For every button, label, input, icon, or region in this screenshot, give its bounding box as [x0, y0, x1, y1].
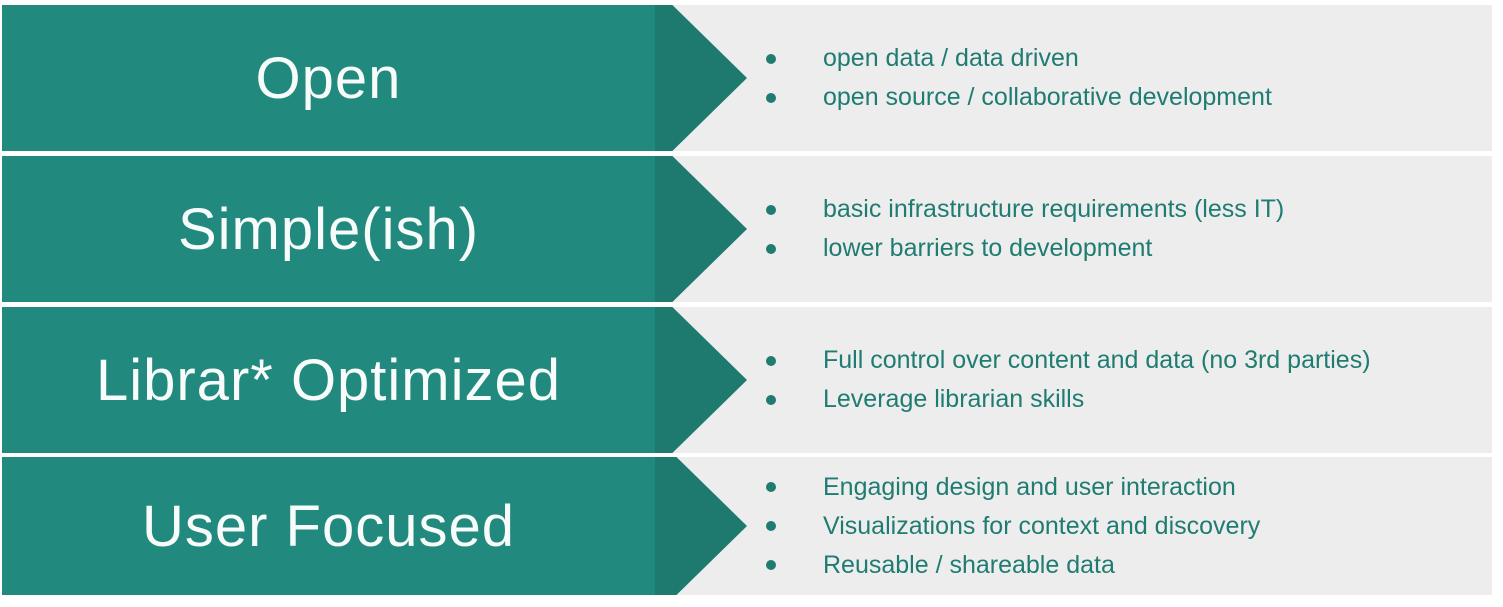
feature-row-simple: Simple(ish) basic infrastructure require…: [0, 156, 1503, 302]
bullet-dot-icon: [766, 204, 776, 215]
bullets-panel: [668, 5, 1492, 151]
arrow-head-icon: [655, 457, 747, 595]
bullet-item: Full control over content and data (no 3…: [766, 341, 1473, 380]
bullet-text: Engaging design and user interaction: [823, 472, 1236, 501]
bullets-panel: [668, 457, 1492, 595]
arrow-head-icon: [655, 5, 747, 151]
bullet-text: basic infrastructure requirements (less …: [823, 195, 1285, 223]
bullet-list: basic infrastructure requirements (less …: [766, 156, 1473, 302]
bullet-item: Engaging design and user interaction: [766, 468, 1473, 507]
bullet-item: basic infrastructure requirements (less …: [766, 190, 1473, 229]
bullet-text: Visualizations for context and discovery: [823, 511, 1261, 540]
banner-body: [2, 307, 655, 453]
bullet-item: Leverage librarian skills: [766, 380, 1473, 419]
bullet-item: open data / data driven: [766, 39, 1473, 78]
banner-label: Librar* Optimized: [95, 347, 562, 413]
bullet-item: lower barriers to development: [766, 229, 1473, 268]
banner-arrow: Open: [2, 5, 748, 151]
banner-body: [2, 5, 655, 151]
banner-arrow: Simple(ish): [2, 156, 748, 302]
feature-row-open: Open open data / data driven open source…: [0, 5, 1503, 151]
banner-body: [2, 457, 655, 595]
feature-row-user-focused: User Focused Engaging design and user in…: [0, 457, 1503, 595]
banner-arrow: Librar* Optimized: [2, 307, 748, 453]
bullet-text: Reusable / shareable data: [823, 550, 1115, 579]
bullet-item: Reusable / shareable data: [766, 546, 1473, 585]
banner-label: Simple(ish): [177, 196, 480, 262]
bullet-dot-icon: [766, 521, 776, 531]
bullet-list: Engaging design and user interaction Vis…: [766, 457, 1473, 595]
bullet-text: lower barriers to development: [823, 234, 1153, 262]
bullet-dot-icon: [766, 53, 776, 64]
bullet-dot-icon: [766, 394, 776, 405]
bullet-dot-icon: [766, 560, 776, 570]
banner-body: [2, 156, 655, 302]
arrow-head-icon: [655, 307, 747, 453]
banner-label: User Focused: [141, 493, 516, 559]
bullet-list: open data / data driven open source / co…: [766, 5, 1473, 151]
banner-arrow: User Focused: [2, 457, 748, 595]
bullets-panel: [668, 307, 1492, 453]
banner-label: Open: [255, 45, 402, 111]
bullet-text: open data / data driven: [823, 44, 1079, 72]
arrow-head-icon: [655, 156, 747, 302]
bullets-panel: [668, 156, 1492, 302]
bullet-text: open source / collaborative development: [823, 83, 1272, 111]
bullet-dot-icon: [766, 243, 776, 254]
bullet-text: Full control over content and data (no 3…: [823, 346, 1371, 374]
bullet-item: open source / collaborative development: [766, 78, 1473, 117]
bullet-dot-icon: [766, 92, 776, 103]
bullet-dot-icon: [766, 482, 776, 492]
bullet-item: Visualizations for context and discovery: [766, 507, 1473, 546]
feature-row-librar-optimized: Librar* Optimized Full control over cont…: [0, 307, 1503, 453]
bullet-text: Leverage librarian skills: [823, 385, 1085, 413]
bullet-list: Full control over content and data (no 3…: [766, 307, 1473, 453]
bullet-dot-icon: [766, 355, 776, 366]
